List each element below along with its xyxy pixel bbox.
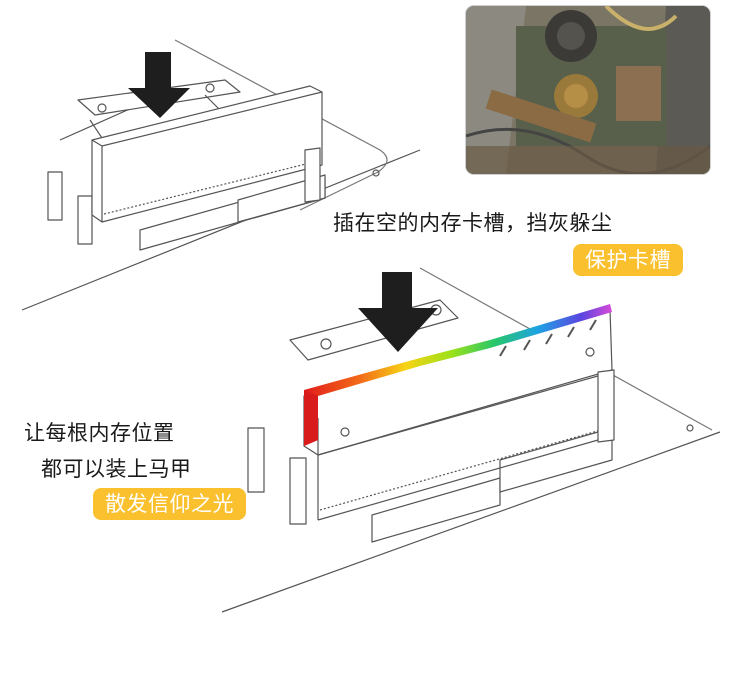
top-badge: 保护卡槽 xyxy=(573,244,683,276)
down-arrow-icon xyxy=(128,52,190,118)
left-caption-line1: 让每根内存位置 xyxy=(24,421,175,445)
top-motherboard-diagram xyxy=(21,39,421,311)
dusty-motherboard-photo xyxy=(466,6,710,174)
left-caption-line2: 都可以装上马甲 xyxy=(41,457,192,481)
down-arrow-icon xyxy=(358,272,438,352)
motherboard-photo-image xyxy=(466,6,710,174)
left-badge: 散发信仰之光 xyxy=(93,488,246,520)
bottom-motherboard-diagram xyxy=(221,267,721,613)
rgb-light-bar xyxy=(304,304,612,446)
top-caption: 插在空的内存卡槽，挡灰躲尘 xyxy=(333,211,613,235)
